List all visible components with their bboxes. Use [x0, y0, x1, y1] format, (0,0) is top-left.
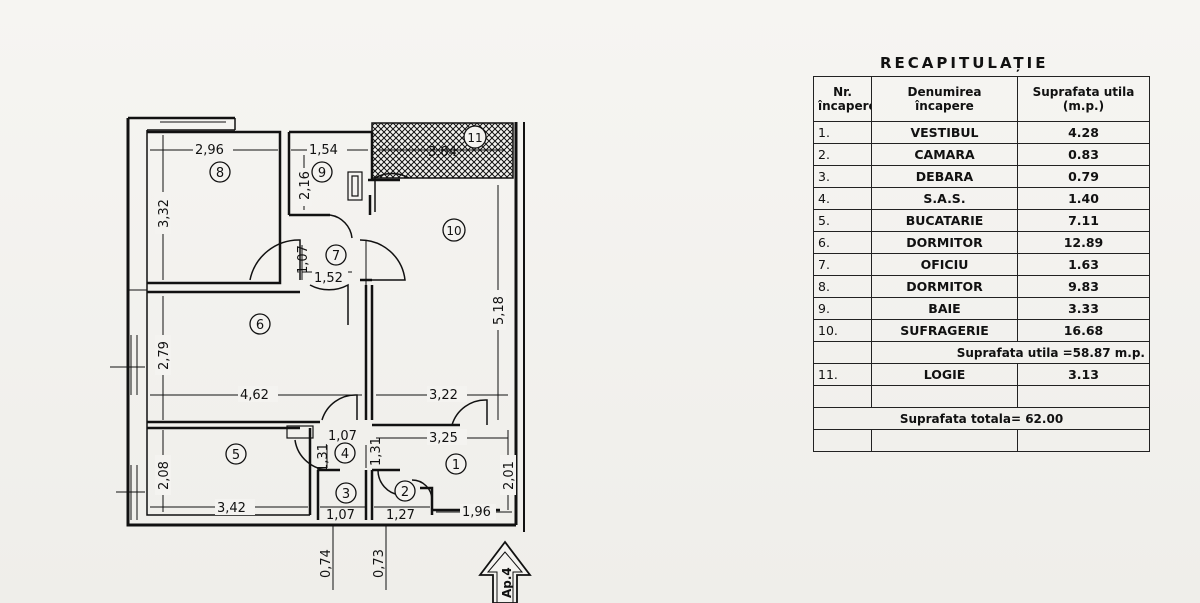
dim-342: 3,42 — [217, 501, 246, 516]
svg-text:1: 1 — [452, 458, 460, 473]
grand-total-row: Suprafata totala= 62.00 — [813, 407, 1150, 430]
svg-text:3: 3 — [342, 487, 350, 502]
room-marker-4: 4 — [334, 442, 356, 464]
header-nr: Nr.încapere — [813, 76, 872, 122]
entry-arrow: Ap.4 — [478, 540, 532, 603]
room-markers: 1 2 3 4 5 6 7 8 9 10 11 — [209, 125, 487, 504]
interior-walls — [147, 130, 500, 520]
windows — [110, 289, 147, 520]
svg-text:11: 11 — [467, 131, 482, 145]
dim-322: 3,22 — [429, 388, 458, 403]
room-marker-11: 11 — [463, 125, 487, 149]
dim-518: 5,18 — [492, 296, 507, 325]
room-marker-9: 9 — [311, 161, 333, 183]
dim-107-b: 1,07 — [328, 429, 357, 444]
dim-296: 2,96 — [195, 143, 224, 158]
dim-201: 2,01 — [502, 461, 517, 490]
svg-text:7: 7 — [332, 249, 340, 264]
fixtures — [286, 171, 363, 439]
dim-279: 2,79 — [157, 341, 172, 370]
header-area: Suprafata utila(m.p.) — [1017, 76, 1150, 122]
useful-total: Suprafata utila =58.87 m.p. — [871, 341, 1150, 364]
dim-127: 1,27 — [386, 508, 415, 523]
room-marker-6: 6 — [249, 313, 271, 335]
dim-131-b: 1,31 — [369, 437, 384, 466]
svg-text:4: 4 — [341, 447, 349, 462]
room-marker-1: 1 — [445, 453, 467, 475]
recap-title: RECAPITULAȚIE — [880, 54, 1049, 72]
dim-152: 1,52 — [314, 271, 343, 286]
door-swings — [249, 172, 488, 501]
dim-107-c: 1,07 — [326, 508, 355, 523]
svg-text:5: 5 — [232, 448, 240, 463]
dim-216: 2,16 — [298, 171, 313, 200]
dim-154: 1,54 — [309, 143, 338, 158]
dim-074: 0,74 — [319, 549, 334, 578]
dim-073: 0,73 — [372, 549, 387, 578]
outer-walls — [126, 116, 525, 532]
dimension-labels: 2,96 1,54 3,04 3,32 2,16 1,07 1,52 5,18 … — [155, 141, 517, 578]
useful-total-row: Suprafata utila =58.87 m.p. — [813, 341, 1150, 364]
dim-208: 2,08 — [157, 461, 172, 490]
room-marker-10: 10 — [442, 218, 466, 242]
room-marker-5: 5 — [225, 443, 247, 465]
dim-196: 1,96 — [462, 505, 491, 520]
svg-text:8: 8 — [216, 166, 224, 181]
blank-row — [813, 385, 1150, 408]
dim-462: 4,62 — [240, 388, 269, 403]
table-row: 4.S.A.S.1.40 — [813, 187, 1150, 210]
grand-total: Suprafata totala= 62.00 — [813, 407, 1150, 430]
dim-332: 3,32 — [157, 199, 172, 228]
entry-label: Ap.4 — [500, 567, 514, 598]
svg-text:9: 9 — [318, 166, 326, 181]
svg-text:2: 2 — [401, 485, 409, 500]
dim-107-a: 1,07 — [296, 245, 311, 274]
room-marker-7: 7 — [325, 244, 347, 266]
svg-text:6: 6 — [256, 318, 264, 333]
svg-text:10: 10 — [446, 224, 461, 238]
dim-304: 3,04 — [428, 145, 457, 160]
dim-325: 3,25 — [429, 431, 458, 446]
room-marker-3: 3 — [335, 482, 357, 504]
room-marker-2: 2 — [394, 480, 416, 502]
dim-131-a: 1,31 — [316, 443, 331, 472]
room-marker-8: 8 — [209, 161, 231, 183]
blank-row — [813, 429, 1150, 452]
